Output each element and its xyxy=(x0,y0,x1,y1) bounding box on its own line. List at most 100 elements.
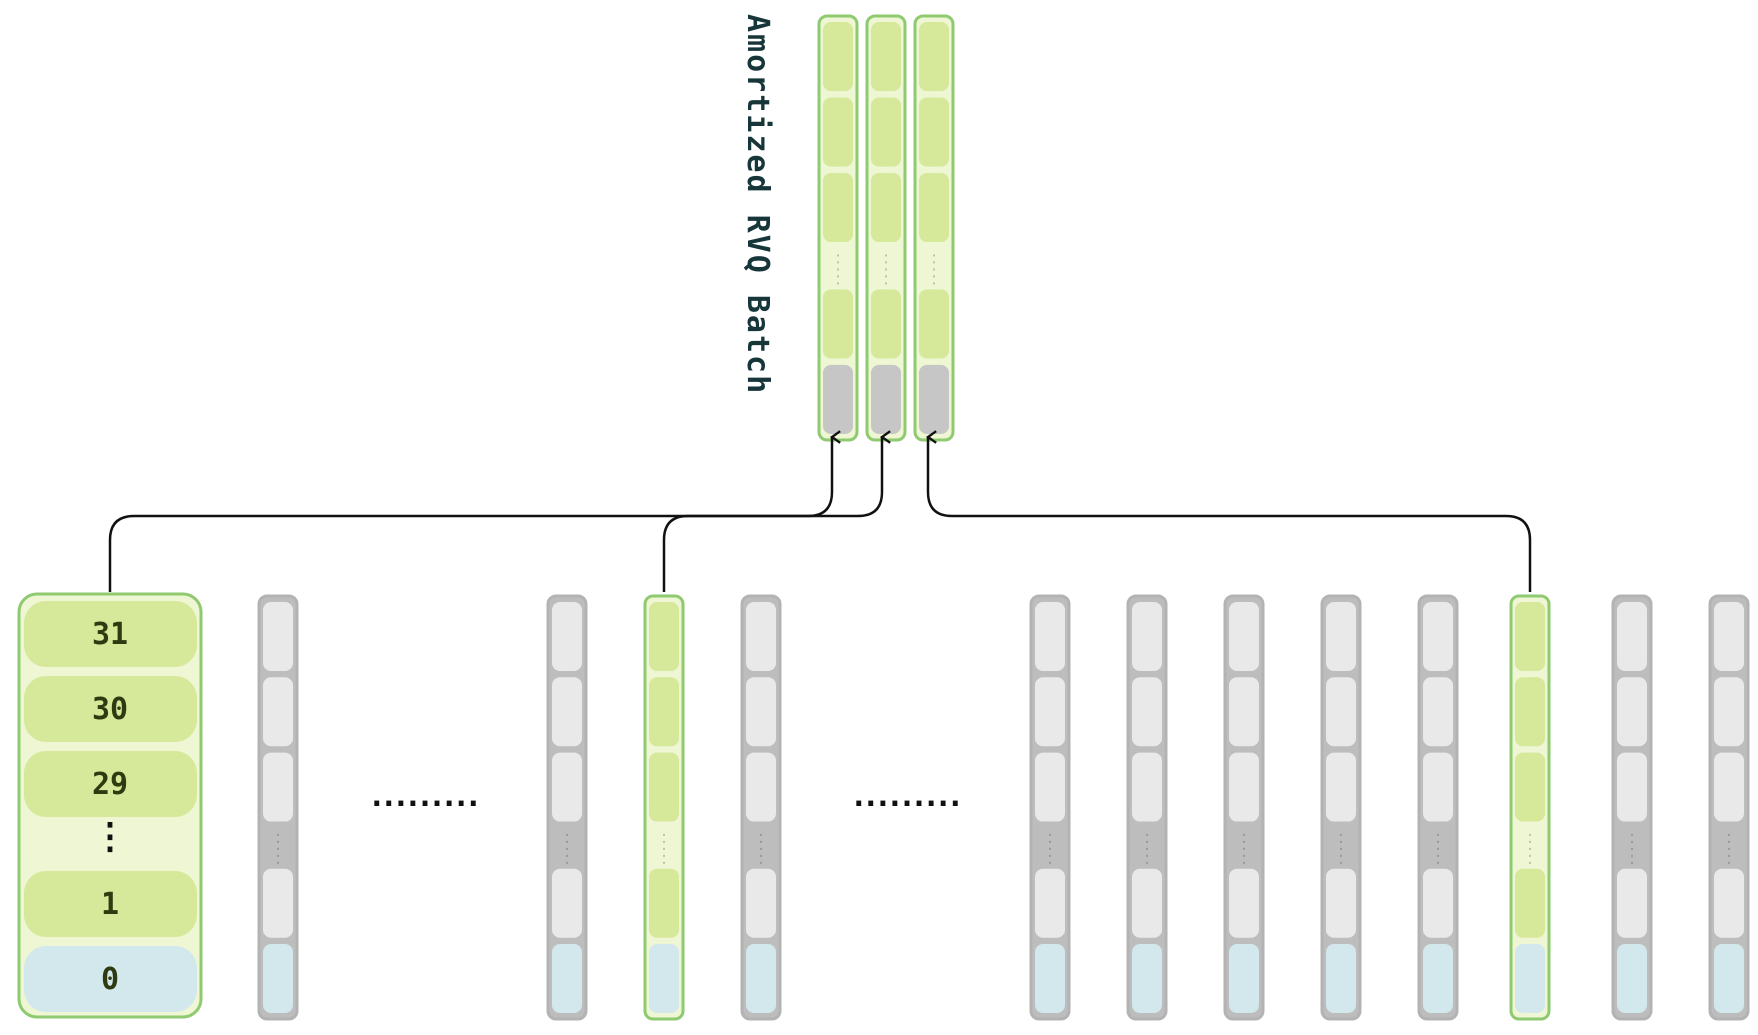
level-cell xyxy=(1229,752,1259,822)
level-cell xyxy=(263,752,293,822)
batch-column xyxy=(817,14,859,442)
level-cell xyxy=(1229,602,1259,671)
level-cell-base xyxy=(746,944,776,1013)
level-cell xyxy=(1515,752,1545,822)
level-cell-1 xyxy=(24,871,197,937)
level-cell-base xyxy=(1229,944,1259,1013)
frame-column xyxy=(740,594,782,1021)
frame-column xyxy=(546,594,588,1021)
frame-columns xyxy=(257,594,1750,1021)
level-cell xyxy=(552,752,582,822)
frame-column xyxy=(257,594,299,1021)
level-cell xyxy=(746,602,776,671)
level-cell xyxy=(263,868,293,938)
level-label-1: 1 xyxy=(101,887,119,922)
level-cell xyxy=(649,602,679,671)
level-cell xyxy=(552,602,582,671)
connector-line-third-frame xyxy=(925,430,1532,592)
level-cell xyxy=(746,677,776,747)
level-cell xyxy=(1617,868,1647,938)
level-cell-base xyxy=(263,944,293,1013)
level-cell xyxy=(552,868,582,938)
batch-column xyxy=(913,14,955,442)
level-cell xyxy=(649,752,679,822)
level-label-ellipsis: ⋮ xyxy=(92,816,128,857)
level-cell xyxy=(649,868,679,938)
level-cell xyxy=(919,22,949,92)
level-cell xyxy=(1326,677,1356,747)
frame-column xyxy=(1126,594,1168,1021)
frame-column xyxy=(1320,594,1362,1021)
level-label-29: 29 xyxy=(92,767,128,802)
level-cell xyxy=(263,602,293,671)
level-cell xyxy=(263,677,293,747)
level-label-31: 31 xyxy=(92,617,128,652)
level-cell xyxy=(1229,677,1259,747)
level-cell xyxy=(1132,602,1162,671)
ellipsis-label: ......... xyxy=(850,779,959,814)
frame-column-selected xyxy=(643,594,685,1021)
level-cell-base xyxy=(552,944,582,1013)
batch-column xyxy=(865,14,907,442)
level-cell xyxy=(1035,602,1065,671)
connector-lines xyxy=(108,430,1532,592)
level-cell-base xyxy=(1423,944,1453,1013)
connector-line-second-frame xyxy=(662,430,891,592)
frame-column xyxy=(1029,594,1071,1021)
level-cell xyxy=(1423,752,1453,822)
level-cell-base xyxy=(1515,944,1545,1013)
frame-column xyxy=(1708,594,1750,1021)
level-cell xyxy=(1326,602,1356,671)
level-cell xyxy=(1035,752,1065,822)
level-cell xyxy=(1423,868,1453,938)
level-cell-base xyxy=(823,364,853,434)
level-cell xyxy=(871,22,901,92)
level-cell xyxy=(1617,602,1647,671)
wide-frame-selected: 31 30 29 ⋮ 1 0 xyxy=(17,592,203,1019)
level-cell xyxy=(1035,677,1065,747)
level-cell xyxy=(649,677,679,747)
level-cell xyxy=(746,752,776,822)
level-cell xyxy=(1515,602,1545,671)
level-cell xyxy=(823,22,853,92)
level-cell xyxy=(1714,602,1744,671)
level-cell xyxy=(1132,677,1162,747)
level-cell xyxy=(1617,752,1647,822)
frame-column-selected xyxy=(1509,594,1551,1021)
frame-column xyxy=(1611,594,1653,1021)
level-cell-base xyxy=(1132,944,1162,1013)
level-cell xyxy=(1617,677,1647,747)
level-cell xyxy=(1326,868,1356,938)
diagram-title: Amortized RVQ Batch xyxy=(740,14,775,395)
level-cell xyxy=(1132,752,1162,822)
level-cell xyxy=(1423,602,1453,671)
level-cell xyxy=(1515,677,1545,747)
level-cell-base xyxy=(649,944,679,1013)
amortized-batch xyxy=(817,14,955,442)
level-cell xyxy=(1515,868,1545,938)
level-cell xyxy=(552,677,582,747)
level-cell xyxy=(746,868,776,938)
level-cell xyxy=(919,97,949,167)
level-cell xyxy=(919,289,949,359)
level-cell xyxy=(1132,868,1162,938)
frame-column xyxy=(1223,594,1265,1021)
ellipsis-label: ......... xyxy=(368,779,477,814)
level-cell xyxy=(919,172,949,243)
level-cell-31 xyxy=(24,601,197,667)
connector-line-first-frame xyxy=(108,430,841,592)
level-cell xyxy=(823,172,853,243)
level-cell-base xyxy=(1617,944,1647,1013)
level-cell xyxy=(1714,677,1744,747)
level-cell xyxy=(1326,752,1356,822)
level-cell-29 xyxy=(24,751,197,817)
level-cell xyxy=(871,172,901,243)
frame-column xyxy=(1417,594,1459,1021)
level-cell xyxy=(1035,868,1065,938)
level-cell xyxy=(871,97,901,167)
level-cell-base xyxy=(871,364,901,434)
level-cell xyxy=(871,289,901,359)
level-cell-0 xyxy=(24,946,197,1012)
level-cell-30 xyxy=(24,676,197,742)
